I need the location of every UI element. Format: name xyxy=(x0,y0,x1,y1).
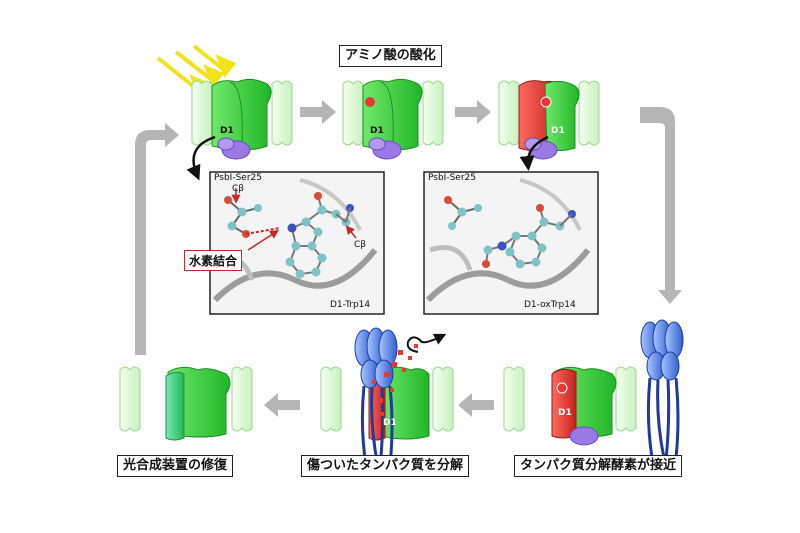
right-panel-ser25-label: PsbI-Ser25 xyxy=(428,173,476,183)
left-panel-ser25-label: PsbI-Ser25 xyxy=(214,173,262,183)
d1-label-2: D1 xyxy=(370,126,384,136)
d1-label-1: D1 xyxy=(220,126,234,136)
cycle-arrows xyxy=(135,100,682,417)
arrow-down-right xyxy=(640,107,682,304)
d1-label-5: D1 xyxy=(383,418,397,428)
left-panel-cbeta-label-1: Cβ xyxy=(232,184,245,194)
complex-step3 xyxy=(498,80,600,160)
arrow-step5-to-6 xyxy=(264,393,300,417)
hydrogen-bond-label: 水素結合 xyxy=(184,250,243,271)
d1-label-4: D1 xyxy=(558,408,572,418)
left-panel-trp14-label: D1-Trp14 xyxy=(330,300,371,310)
arrow-step1-to-2 xyxy=(300,100,336,124)
complex-step2 xyxy=(342,78,444,160)
right-panel-oxtrp14-label: D1-oxTrp14 xyxy=(524,300,576,310)
protease-step4 xyxy=(640,319,684,461)
left-panel-cbeta-label-2: Cβ xyxy=(354,240,367,250)
structure-panel-left xyxy=(209,171,385,315)
complex-step6 xyxy=(119,366,253,441)
structure-panel-right xyxy=(423,171,599,315)
complex-step1 xyxy=(191,78,293,160)
d1-label-3: D1 xyxy=(551,126,565,136)
complex-step4 xyxy=(503,366,637,446)
step-label-protease-approach: タンパク質分解酵素が接近 xyxy=(514,455,683,477)
arrow-step2-to-3 xyxy=(455,100,491,124)
zoom-arrow-right xyxy=(519,135,549,171)
protease-step5 xyxy=(354,327,398,469)
arrow-step4-to-5 xyxy=(458,393,494,417)
step-label-degradation: 傷ついたタンパク質を分解 xyxy=(301,455,470,477)
rotation-arrow xyxy=(406,333,447,353)
peptide-fragments xyxy=(372,344,418,416)
arrow-up-left xyxy=(135,123,179,355)
step-label-oxidation: アミノ酸の酸化 xyxy=(339,45,442,67)
step-label-repair: 光合成装置の修復 xyxy=(117,455,234,477)
zoom-arrow-left xyxy=(186,135,216,181)
